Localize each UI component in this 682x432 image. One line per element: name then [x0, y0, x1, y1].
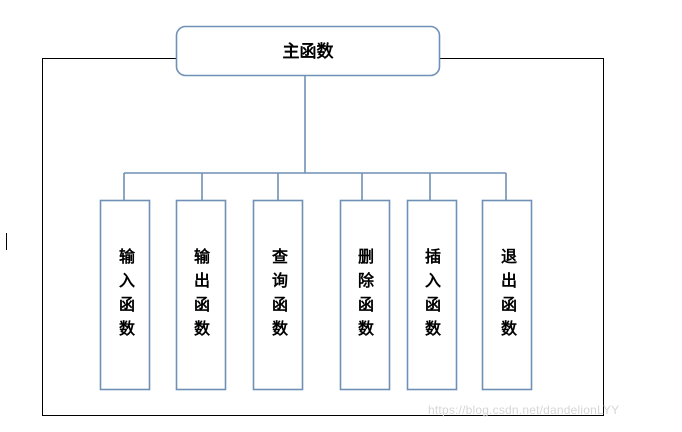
child-node-label: 退出函数 [501, 247, 518, 338]
label-char: 数 [194, 319, 211, 338]
child-node-insert: 插入函数 [406, 199, 458, 391]
label-char: 函 [272, 295, 288, 314]
child-node-query: 查询函数 [252, 199, 304, 391]
label-char: 询 [272, 271, 288, 290]
label-char: 输 [194, 247, 211, 266]
child-node-input: 输入函数 [99, 199, 151, 391]
label-char: 插 [425, 247, 441, 266]
child-node-box [175, 199, 227, 391]
label-char: 除 [358, 271, 375, 290]
connectors [123, 76, 507, 200]
label-char: 数 [272, 319, 289, 338]
label-char: 函 [501, 295, 517, 314]
child-node-delete: 删除函数 [339, 199, 391, 391]
label-char: 输 [119, 247, 136, 266]
child-node-label: 输出函数 [194, 247, 211, 338]
root-node-box [175, 25, 441, 77]
label-char: 退 [501, 247, 517, 266]
child-node-box [406, 199, 458, 391]
child-node-exit: 退出函数 [481, 199, 533, 391]
root-node: 主函数 [175, 25, 441, 77]
label-char: 出 [194, 271, 210, 290]
child-node-box [339, 199, 391, 391]
label-char: 数 [358, 319, 375, 338]
child-node-label: 删除函数 [358, 247, 375, 338]
label-char: 函 [358, 295, 374, 314]
label-char: 数 [119, 319, 136, 338]
root-node-label: 主函数 [283, 41, 335, 62]
child-node-label: 查询函数 [272, 247, 289, 338]
child-node-box [481, 199, 533, 391]
label-char: 数 [501, 319, 518, 338]
label-char: 入 [425, 271, 441, 290]
child-node-label: 插入函数 [425, 247, 442, 338]
text-cursor-mark [6, 233, 7, 250]
label-char: 函 [119, 295, 135, 314]
child-node-label: 输入函数 [119, 247, 136, 338]
child-node-box [99, 199, 151, 391]
label-char: 删 [358, 247, 374, 266]
watermark: https://blog.csdn.net/dandelionLYY [428, 403, 620, 417]
label-char: 函 [194, 295, 210, 314]
label-char: 函 [425, 295, 441, 314]
label-char: 出 [501, 271, 517, 290]
label-char: 入 [119, 271, 135, 290]
label-char: 数 [425, 319, 442, 338]
label-char: 查 [272, 247, 288, 266]
child-node-output: 输出函数 [175, 199, 227, 391]
child-node-box [252, 199, 304, 391]
